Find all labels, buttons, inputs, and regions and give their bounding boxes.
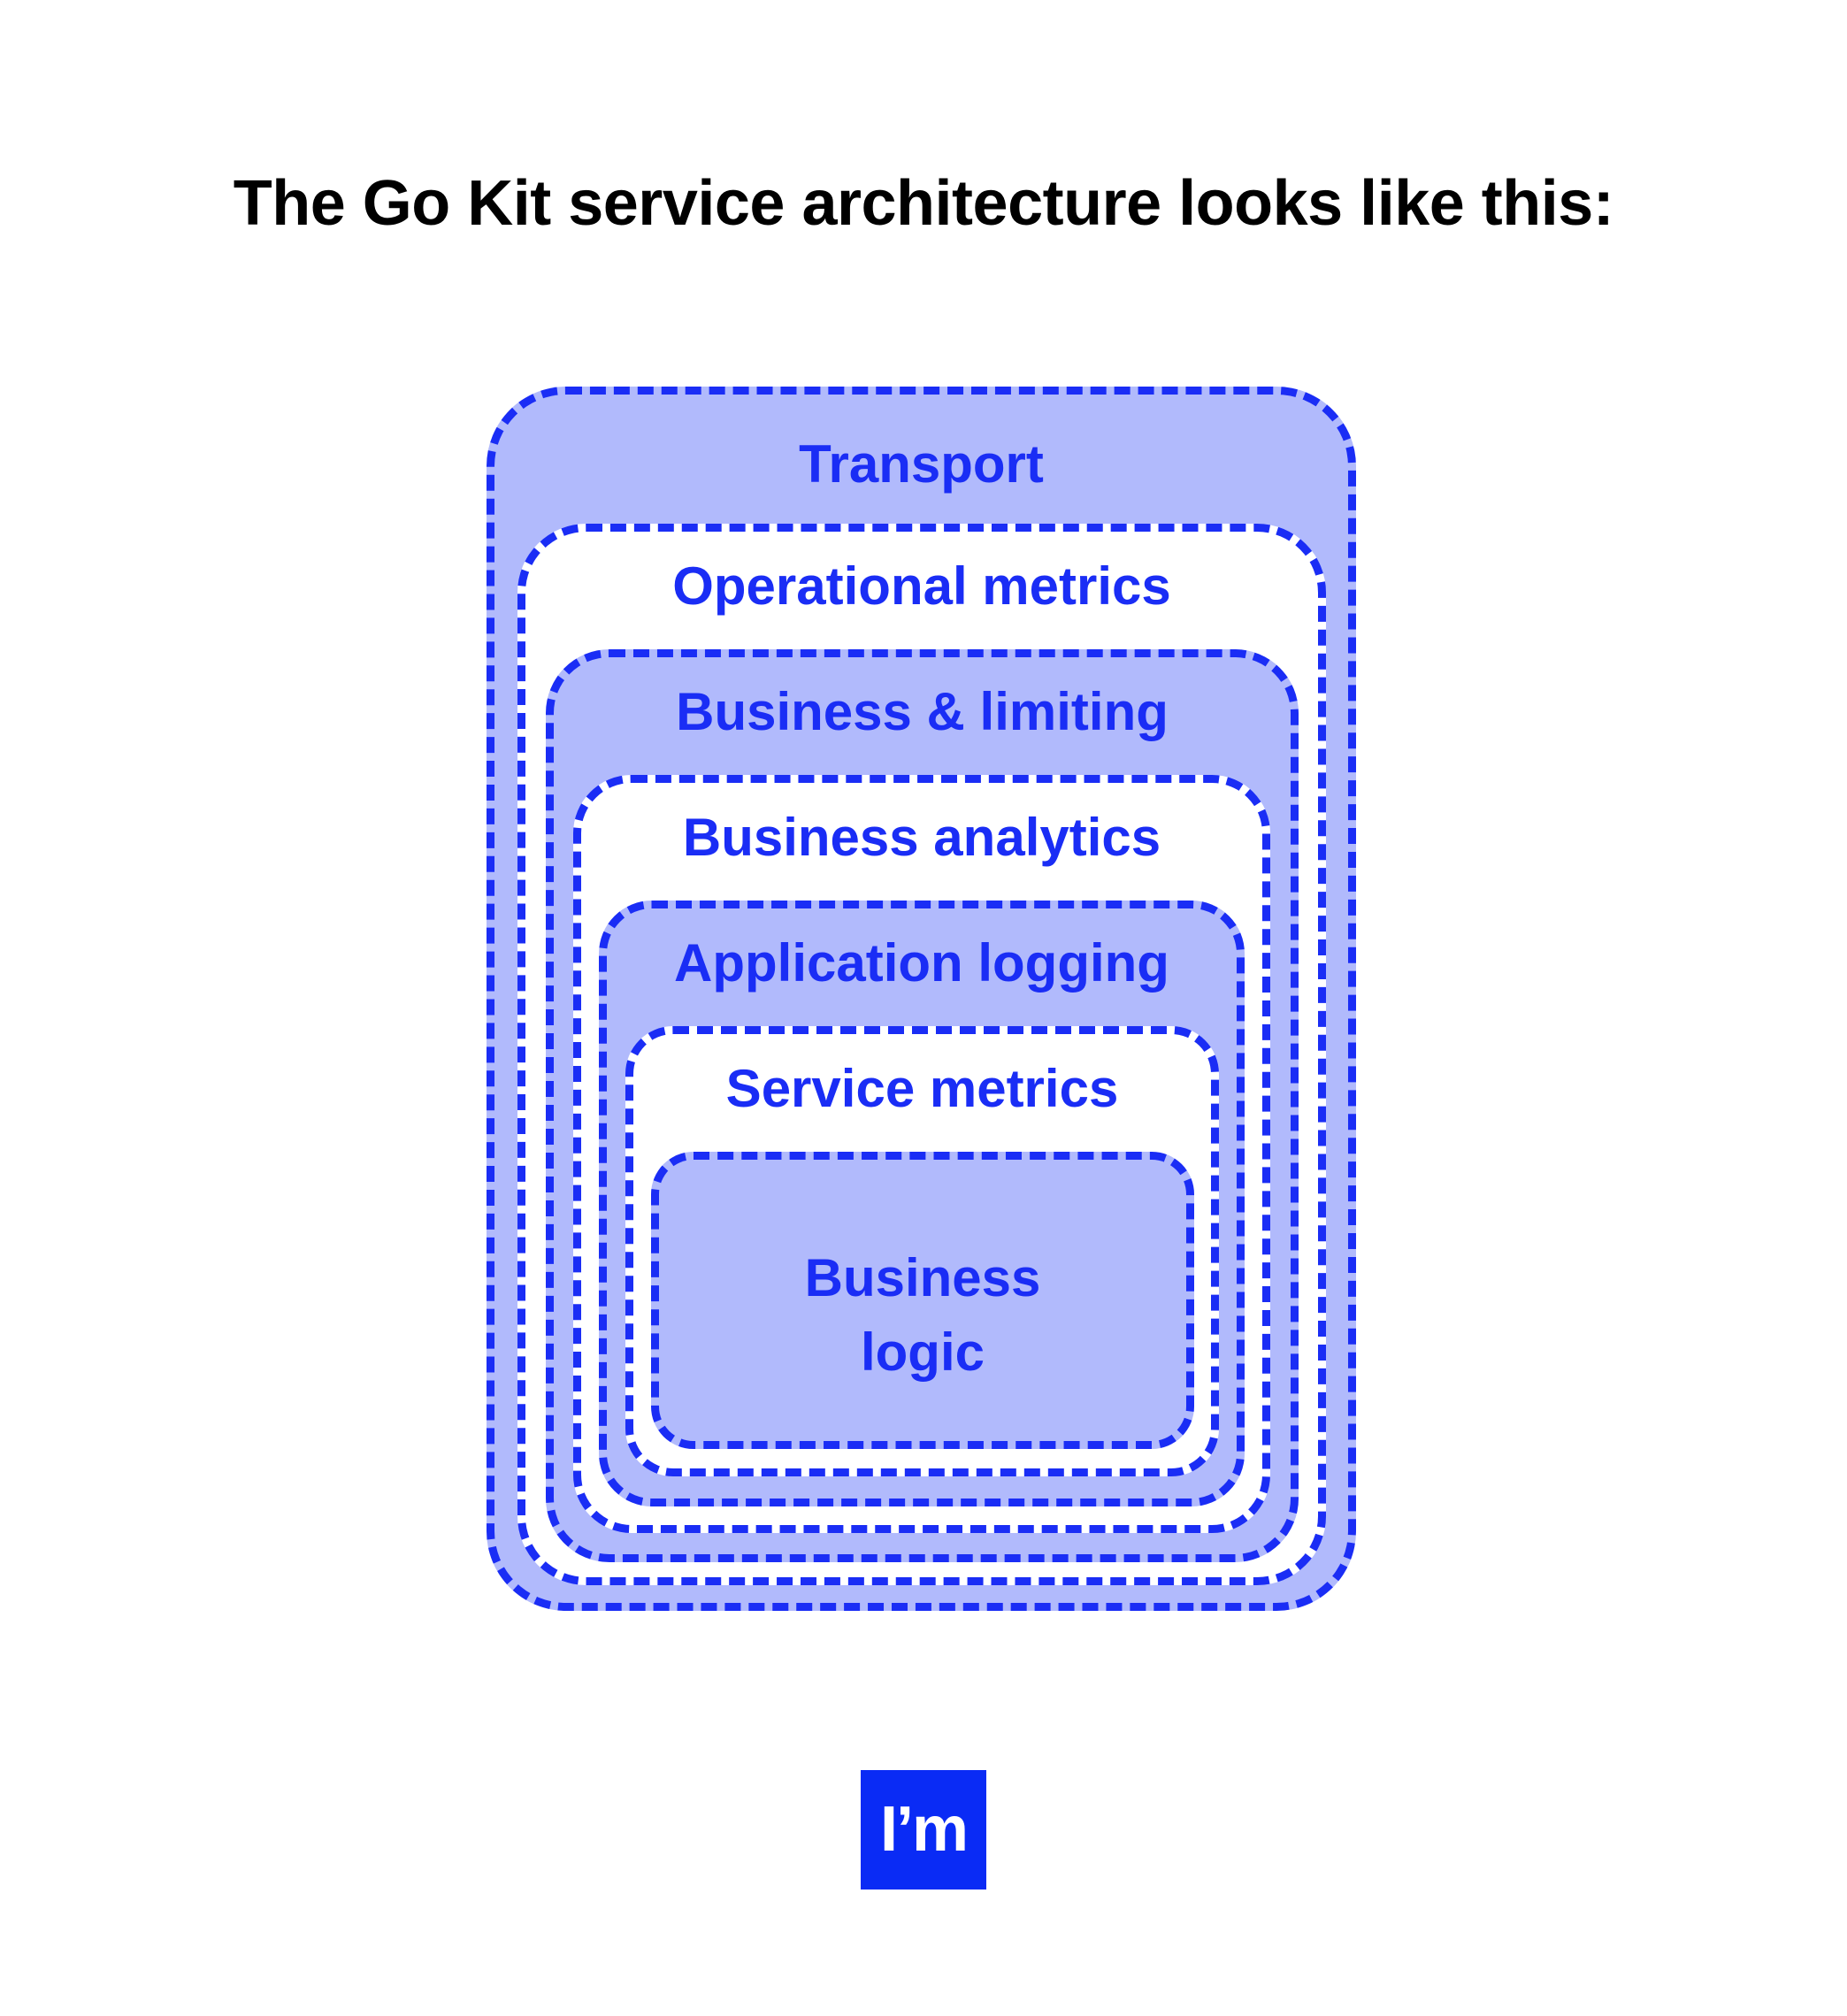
layer-business-analytics-label: Business analytics bbox=[682, 808, 1161, 867]
page-title: The Go Kit service architecture looks li… bbox=[233, 168, 1614, 239]
layer-transport-label: Transport bbox=[799, 434, 1044, 494]
layer-application-logging-label: Application logging bbox=[674, 933, 1169, 993]
layer-operational-metrics-label: Operational metrics bbox=[672, 556, 1171, 616]
layer-business-logic: Business logic bbox=[651, 1152, 1194, 1449]
layer-business-limiting-label: Business & limiting bbox=[676, 682, 1169, 741]
brand-logo: I’m bbox=[861, 1770, 986, 1890]
layer-service-metrics-label: Service metrics bbox=[725, 1059, 1119, 1118]
business-logic-line1: Business bbox=[804, 1248, 1041, 1307]
business-logic-line2: logic bbox=[860, 1322, 985, 1382]
layer-business-logic-label: Business logic bbox=[659, 1241, 1186, 1390]
